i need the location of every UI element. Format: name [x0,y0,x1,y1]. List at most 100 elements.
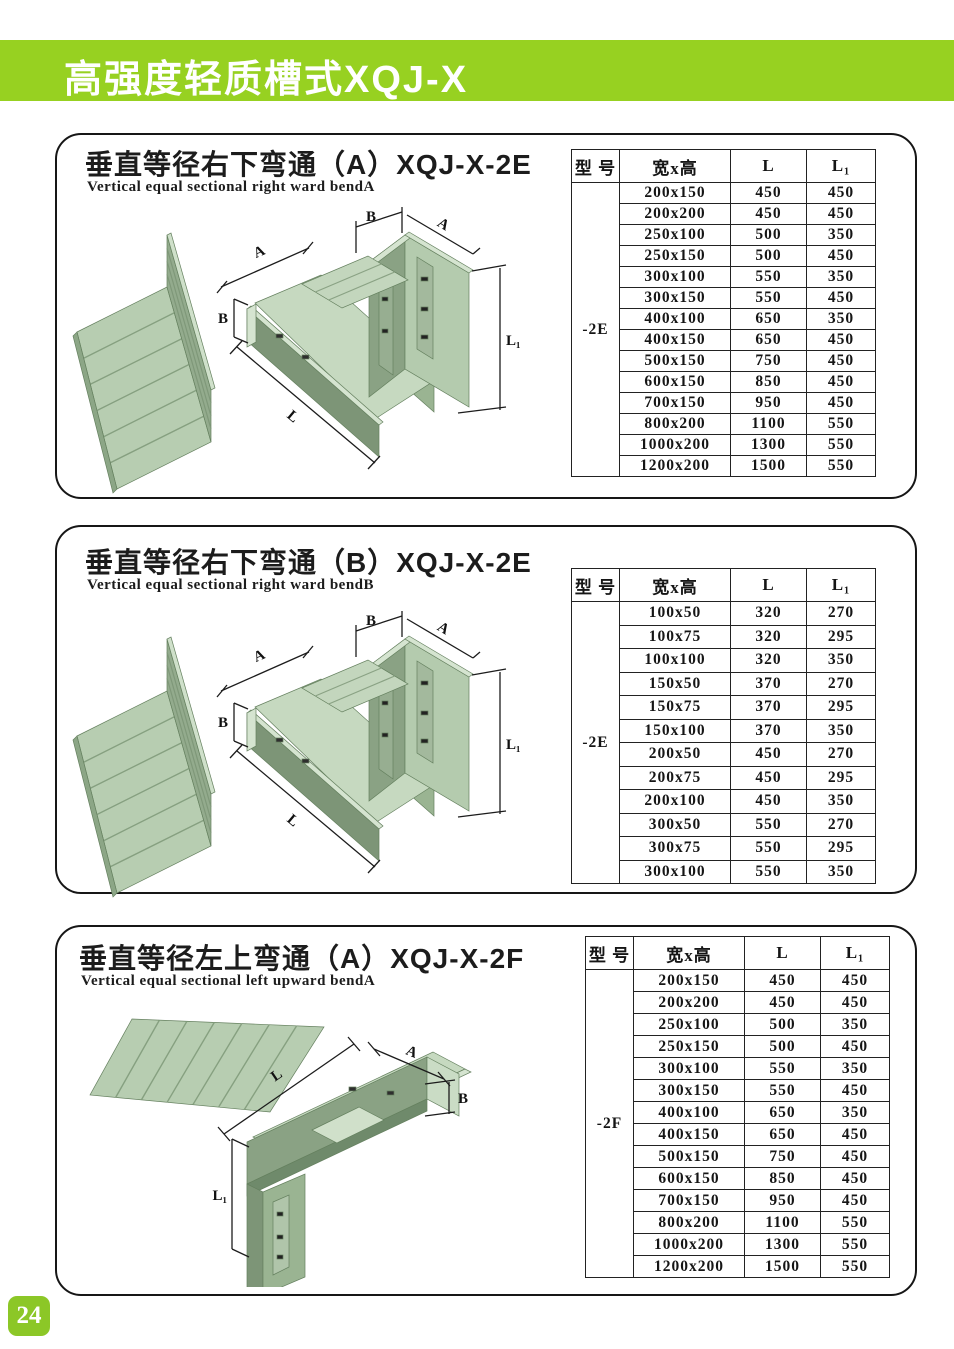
spec-cell: 450 [820,1079,890,1102]
spec-cell: 550 [730,836,807,861]
spec-cell: 295 [806,765,876,790]
col-header-size: 宽x高 [619,149,731,183]
page-title: 高强度轻质槽式XQJ-X [64,59,469,101]
spec-cell: 550 [820,1255,890,1278]
spec-cell: 450 [820,969,890,992]
dim-label-b-left: B [218,311,228,327]
spec-cell: 450 [806,371,876,393]
section-title-zh: 垂直等径左上弯通（A）XQJ-X-2F [79,943,525,974]
spec-cell: 100x75 [619,624,731,649]
spec-cell: 1500 [730,455,807,477]
spec-cell: 650 [744,1101,821,1124]
spec-cell: 150x100 [619,718,731,743]
spec-cell: 1100 [730,413,807,435]
table-header-row: 型 号 宽x高 L L₁ [571,568,876,602]
dim-label-a-top: A [434,215,452,234]
spec-cell: 370 [730,695,807,720]
spec-cell: 800x200 [619,413,731,435]
spec-cell: 700x150 [619,392,731,414]
spec-cell: 500x150 [619,350,731,372]
dim-label-l: L [284,812,302,831]
dim-label-a: A [403,1043,419,1062]
dim-label-b: B [458,1091,468,1107]
spec-cell: 350 [806,266,876,288]
spec-cell: 300x100 [619,859,731,884]
spec-cell: 200x200 [633,991,745,1014]
spec-cell: 850 [744,1167,821,1190]
spec-cell: 650 [730,329,807,351]
dim-label-l: L [284,408,302,427]
spec-cell: 450 [806,329,876,351]
spec-cell: 1000x200 [633,1233,745,1256]
spec-cell: 450 [730,182,807,204]
spec-cell: 550 [806,434,876,456]
spec-cell: 250x100 [633,1013,745,1036]
spec-cell: 295 [806,836,876,861]
spec-cell: 450 [806,392,876,414]
col-header-model: 型 号 [585,936,634,970]
spec-cell: 550 [730,859,807,884]
spec-cell: 250x100 [619,224,731,246]
dim-label-b-top: B [366,613,376,629]
spec-cell: 550 [744,1079,821,1102]
section-panel-bendB-2E: 垂直等径右下弯通（B）XQJ-X-2E Vertical equal secti… [55,525,917,898]
spec-cell: 450 [820,1189,890,1212]
spec-cell: 350 [820,1057,890,1080]
section-title-en: Vertical equal sectional right ward bend… [87,577,375,593]
spec-cell: 400x100 [619,308,731,330]
spec-cell: 450 [806,350,876,372]
col-header-l: L [730,568,807,602]
spec-cell: 1000x200 [619,434,731,456]
spec-cell: 500x150 [633,1145,745,1168]
spec-cell: 550 [730,812,807,837]
spec-cell: 450 [820,1035,890,1058]
spec-cell: 450 [820,1167,890,1190]
spec-cell: 400x100 [633,1101,745,1124]
spec-cell: 450 [820,1145,890,1168]
spec-cell: 450 [744,991,821,1014]
spec-cell: 150x50 [619,671,731,696]
spec-cell: 800x200 [633,1211,745,1234]
spec-cell: 370 [730,671,807,696]
spec-cell: 300x50 [619,812,731,837]
spec-cell: 1200x200 [633,1255,745,1278]
spec-cell: 500 [744,1013,821,1036]
spec-cell: 450 [730,789,807,814]
spec-cell: 100x100 [619,648,731,673]
spec-cell: 450 [806,245,876,267]
spec-cell: 450 [730,765,807,790]
spec-cell: 450 [806,287,876,309]
spec-cell: 320 [730,648,807,673]
spec-cell: 600x150 [619,371,731,393]
spec-cell: 550 [730,266,807,288]
spec-cell: 370 [730,718,807,743]
spec-cell: 270 [806,812,876,837]
spec-cell: 550 [806,455,876,477]
spec-cell: 650 [730,308,807,330]
spec-cell: 250x150 [619,245,731,267]
spec-cell: 350 [806,648,876,673]
col-header-l: L [744,936,821,970]
spec-cell: 550 [744,1057,821,1080]
spec-cell: 450 [744,969,821,992]
spec-cell: 350 [806,859,876,884]
dim-label-a-left: A [251,243,267,262]
model-cell: -2E [571,601,620,884]
